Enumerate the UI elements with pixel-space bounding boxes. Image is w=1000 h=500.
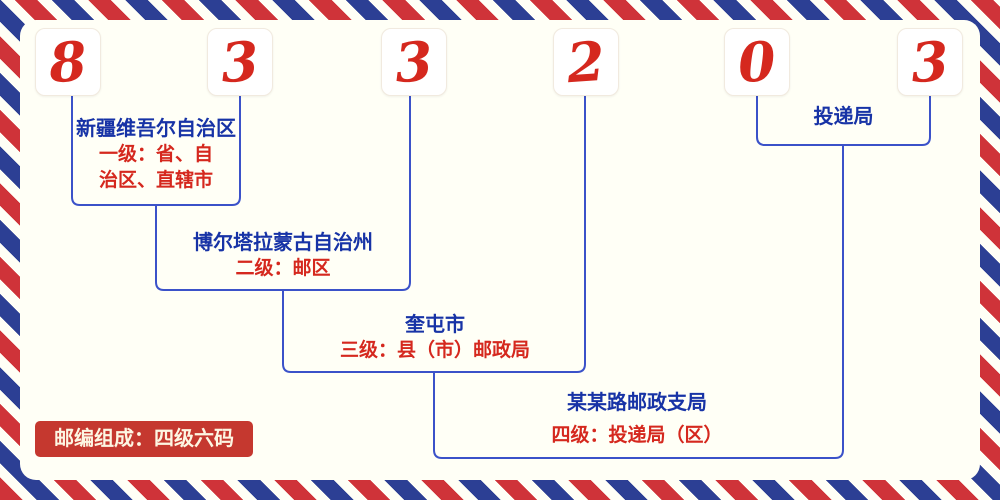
level2-description: 二级：邮区 (235, 258, 331, 279)
delivery-office-name: 投递局 (813, 106, 874, 128)
postal-code-composition-badge: 邮编组成：四级六码 (35, 421, 253, 457)
postal-digit-2: 3 (219, 28, 261, 96)
level4-place-name: 某某路邮政支局 (567, 392, 707, 414)
level4-bracket-line (433, 145, 844, 459)
postal-digit-4: 2 (565, 28, 607, 96)
level1-label: 新疆维吾尔自治区 一级：省、自 治区、直辖市 (72, 116, 240, 194)
postal-digit-3: 3 (393, 28, 435, 96)
postal-digit-box-5: 0 (724, 28, 790, 96)
postal-digit-box-1: 8 (35, 28, 101, 96)
level4-description: 四级：投递局（区） (551, 425, 723, 446)
delivery-office-bracket-line (756, 96, 931, 146)
level1-description-line2: 治区、直辖市 (98, 170, 213, 191)
postal-digit-6: 3 (909, 28, 951, 96)
level3-label: 奎屯市 三级：县（市）邮政局 (287, 312, 583, 364)
postal-digit-box-3: 3 (381, 28, 447, 96)
postal-digit-5: 0 (736, 28, 778, 96)
level1-place-name: 新疆维吾尔自治区 (76, 118, 236, 140)
postal-digit-box-6: 3 (897, 28, 963, 96)
diagram-background (20, 20, 980, 480)
postal-digit-box-2: 3 (207, 28, 273, 96)
level3-place-name: 奎屯市 (405, 314, 465, 336)
level3-description: 三级：县（市）邮政局 (339, 340, 530, 361)
level1-description-line1: 一级：省、自 (98, 144, 213, 165)
level2-label: 博尔塔拉蒙古自治州 二级：邮区 (156, 230, 410, 282)
level4-label: 某某路邮政支局 四级：投递局（区） (437, 390, 837, 449)
postal-digit-box-4: 2 (553, 28, 619, 96)
delivery-office-label: 投递局 (757, 104, 930, 130)
postal-digit-1: 8 (47, 28, 89, 96)
level2-place-name: 博尔塔拉蒙古自治州 (193, 232, 373, 254)
